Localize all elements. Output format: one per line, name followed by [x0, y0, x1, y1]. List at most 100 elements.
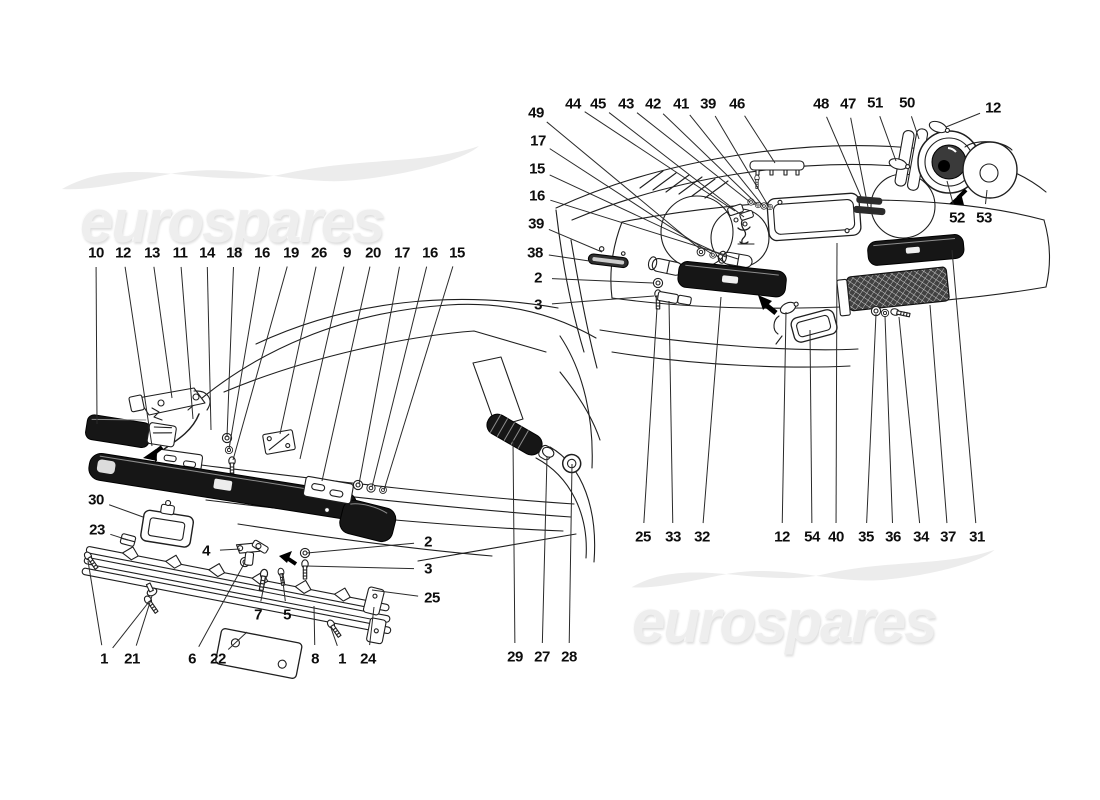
leader-line-40 [835, 242, 838, 524]
part-label-42: 42 [645, 95, 661, 113]
part-label-12: 12 [115, 244, 131, 262]
part-label-21: 21 [124, 650, 140, 668]
horse-emblem-icon [737, 211, 755, 245]
front-bumper-end-piece [339, 499, 397, 543]
leader-line-42 [662, 113, 758, 205]
license-light-bar [749, 160, 805, 189]
leader-line-22 [227, 631, 248, 650]
bumper-mount-bracket [302, 475, 354, 505]
part-label-36: 36 [885, 528, 901, 546]
part-label-43: 43 [618, 95, 634, 113]
leader-line-16 [550, 199, 739, 260]
part-label-4: 4 [202, 542, 210, 560]
leader-line-3 [551, 295, 655, 305]
part-label-54: 54 [804, 528, 820, 546]
leader-line-50 [910, 116, 920, 140]
leader-line-12 [124, 266, 153, 447]
leader-line-28 [568, 463, 573, 644]
leader-line-21 [135, 595, 153, 646]
part-label-17: 17 [394, 244, 410, 262]
leader-line-24 [369, 606, 375, 646]
part-label-45: 45 [590, 95, 606, 113]
leader-line-52 [946, 180, 954, 205]
rear-bumper-diagram [555, 120, 1051, 441]
tail-lamp-unit [888, 120, 1018, 199]
leader-line-43 [636, 112, 751, 203]
fasteners [82, 539, 343, 639]
part-label-16: 16 [422, 244, 438, 262]
part-label-34: 34 [913, 528, 929, 546]
part-label-14: 14 [199, 244, 215, 262]
part-label-29: 29 [507, 648, 523, 666]
part-label-3: 3 [534, 296, 542, 314]
leader-line-49 [546, 121, 701, 250]
leader-line-47 [850, 117, 869, 208]
leader-line-15 [549, 174, 727, 258]
part-label-9: 9 [343, 244, 351, 262]
hood-plate [262, 429, 296, 455]
part-label-11: 11 [172, 244, 188, 262]
part-label-27: 27 [534, 648, 550, 666]
leader-line-39 [714, 115, 770, 208]
part-label-16: 16 [254, 244, 270, 262]
part-label-18: 18 [226, 244, 242, 262]
leader-line-36 [884, 315, 893, 524]
leader-line-25 [371, 589, 419, 597]
leader-line-41 [689, 114, 764, 207]
part-label-47: 47 [840, 95, 856, 113]
part-label-15: 15 [449, 244, 465, 262]
leader-line-51 [879, 115, 897, 162]
leader-line-37 [929, 304, 948, 524]
license-plate-recess [766, 192, 862, 242]
part-label-2: 2 [424, 533, 432, 551]
part-label-22: 22 [210, 650, 226, 668]
leader-line-1 [330, 627, 338, 646]
leader-line-7 [260, 575, 267, 602]
part-label-25: 25 [424, 589, 440, 607]
side-marker-lamp [486, 413, 582, 474]
rear-bumperette-right [867, 234, 965, 266]
part-label-17: 17 [530, 132, 546, 150]
part-label-23: 23 [89, 521, 105, 539]
leader-line-13 [153, 266, 173, 399]
part-label-49: 49 [528, 104, 544, 122]
rear-side-marker-lamp [773, 301, 838, 345]
part-label-26: 26 [311, 244, 327, 262]
leader-line-44 [584, 111, 736, 212]
leader-line-9 [299, 266, 345, 460]
leader-line-11 [180, 266, 194, 420]
part-label-32: 32 [694, 528, 710, 546]
part-label-15: 15 [529, 160, 545, 178]
leader-line-19 [232, 266, 288, 461]
part-label-51: 51 [867, 94, 883, 112]
part-label-8: 8 [311, 650, 319, 668]
part-label-5: 5 [283, 606, 291, 624]
rear-marker-bar [587, 246, 629, 269]
leader-line-20 [321, 266, 371, 482]
leader-line-46 [744, 115, 776, 164]
part-label-2: 2 [534, 269, 542, 287]
part-label-7: 7 [254, 606, 262, 624]
part-label-28: 28 [561, 648, 577, 666]
part-label-1: 1 [338, 650, 346, 668]
leader-line-12 [781, 311, 787, 524]
side-lamp-lens [146, 422, 177, 448]
part-label-30: 30 [88, 491, 104, 509]
leader-line-15 [383, 266, 454, 491]
part-label-46: 46 [729, 95, 745, 113]
leader-line-3 [305, 565, 415, 570]
leader-line-26 [279, 266, 317, 435]
leader-line-10 [95, 266, 98, 425]
part-label-13: 13 [144, 244, 160, 262]
leader-line-30 [108, 504, 144, 518]
part-label-12: 12 [774, 528, 790, 546]
leader-line-17 [358, 266, 400, 485]
part-label-50: 50 [899, 94, 915, 112]
leader-line-48 [826, 116, 863, 200]
leader-line-5 [281, 573, 286, 602]
part-label-12: 12 [985, 99, 1001, 117]
leader-line-33 [668, 300, 674, 524]
